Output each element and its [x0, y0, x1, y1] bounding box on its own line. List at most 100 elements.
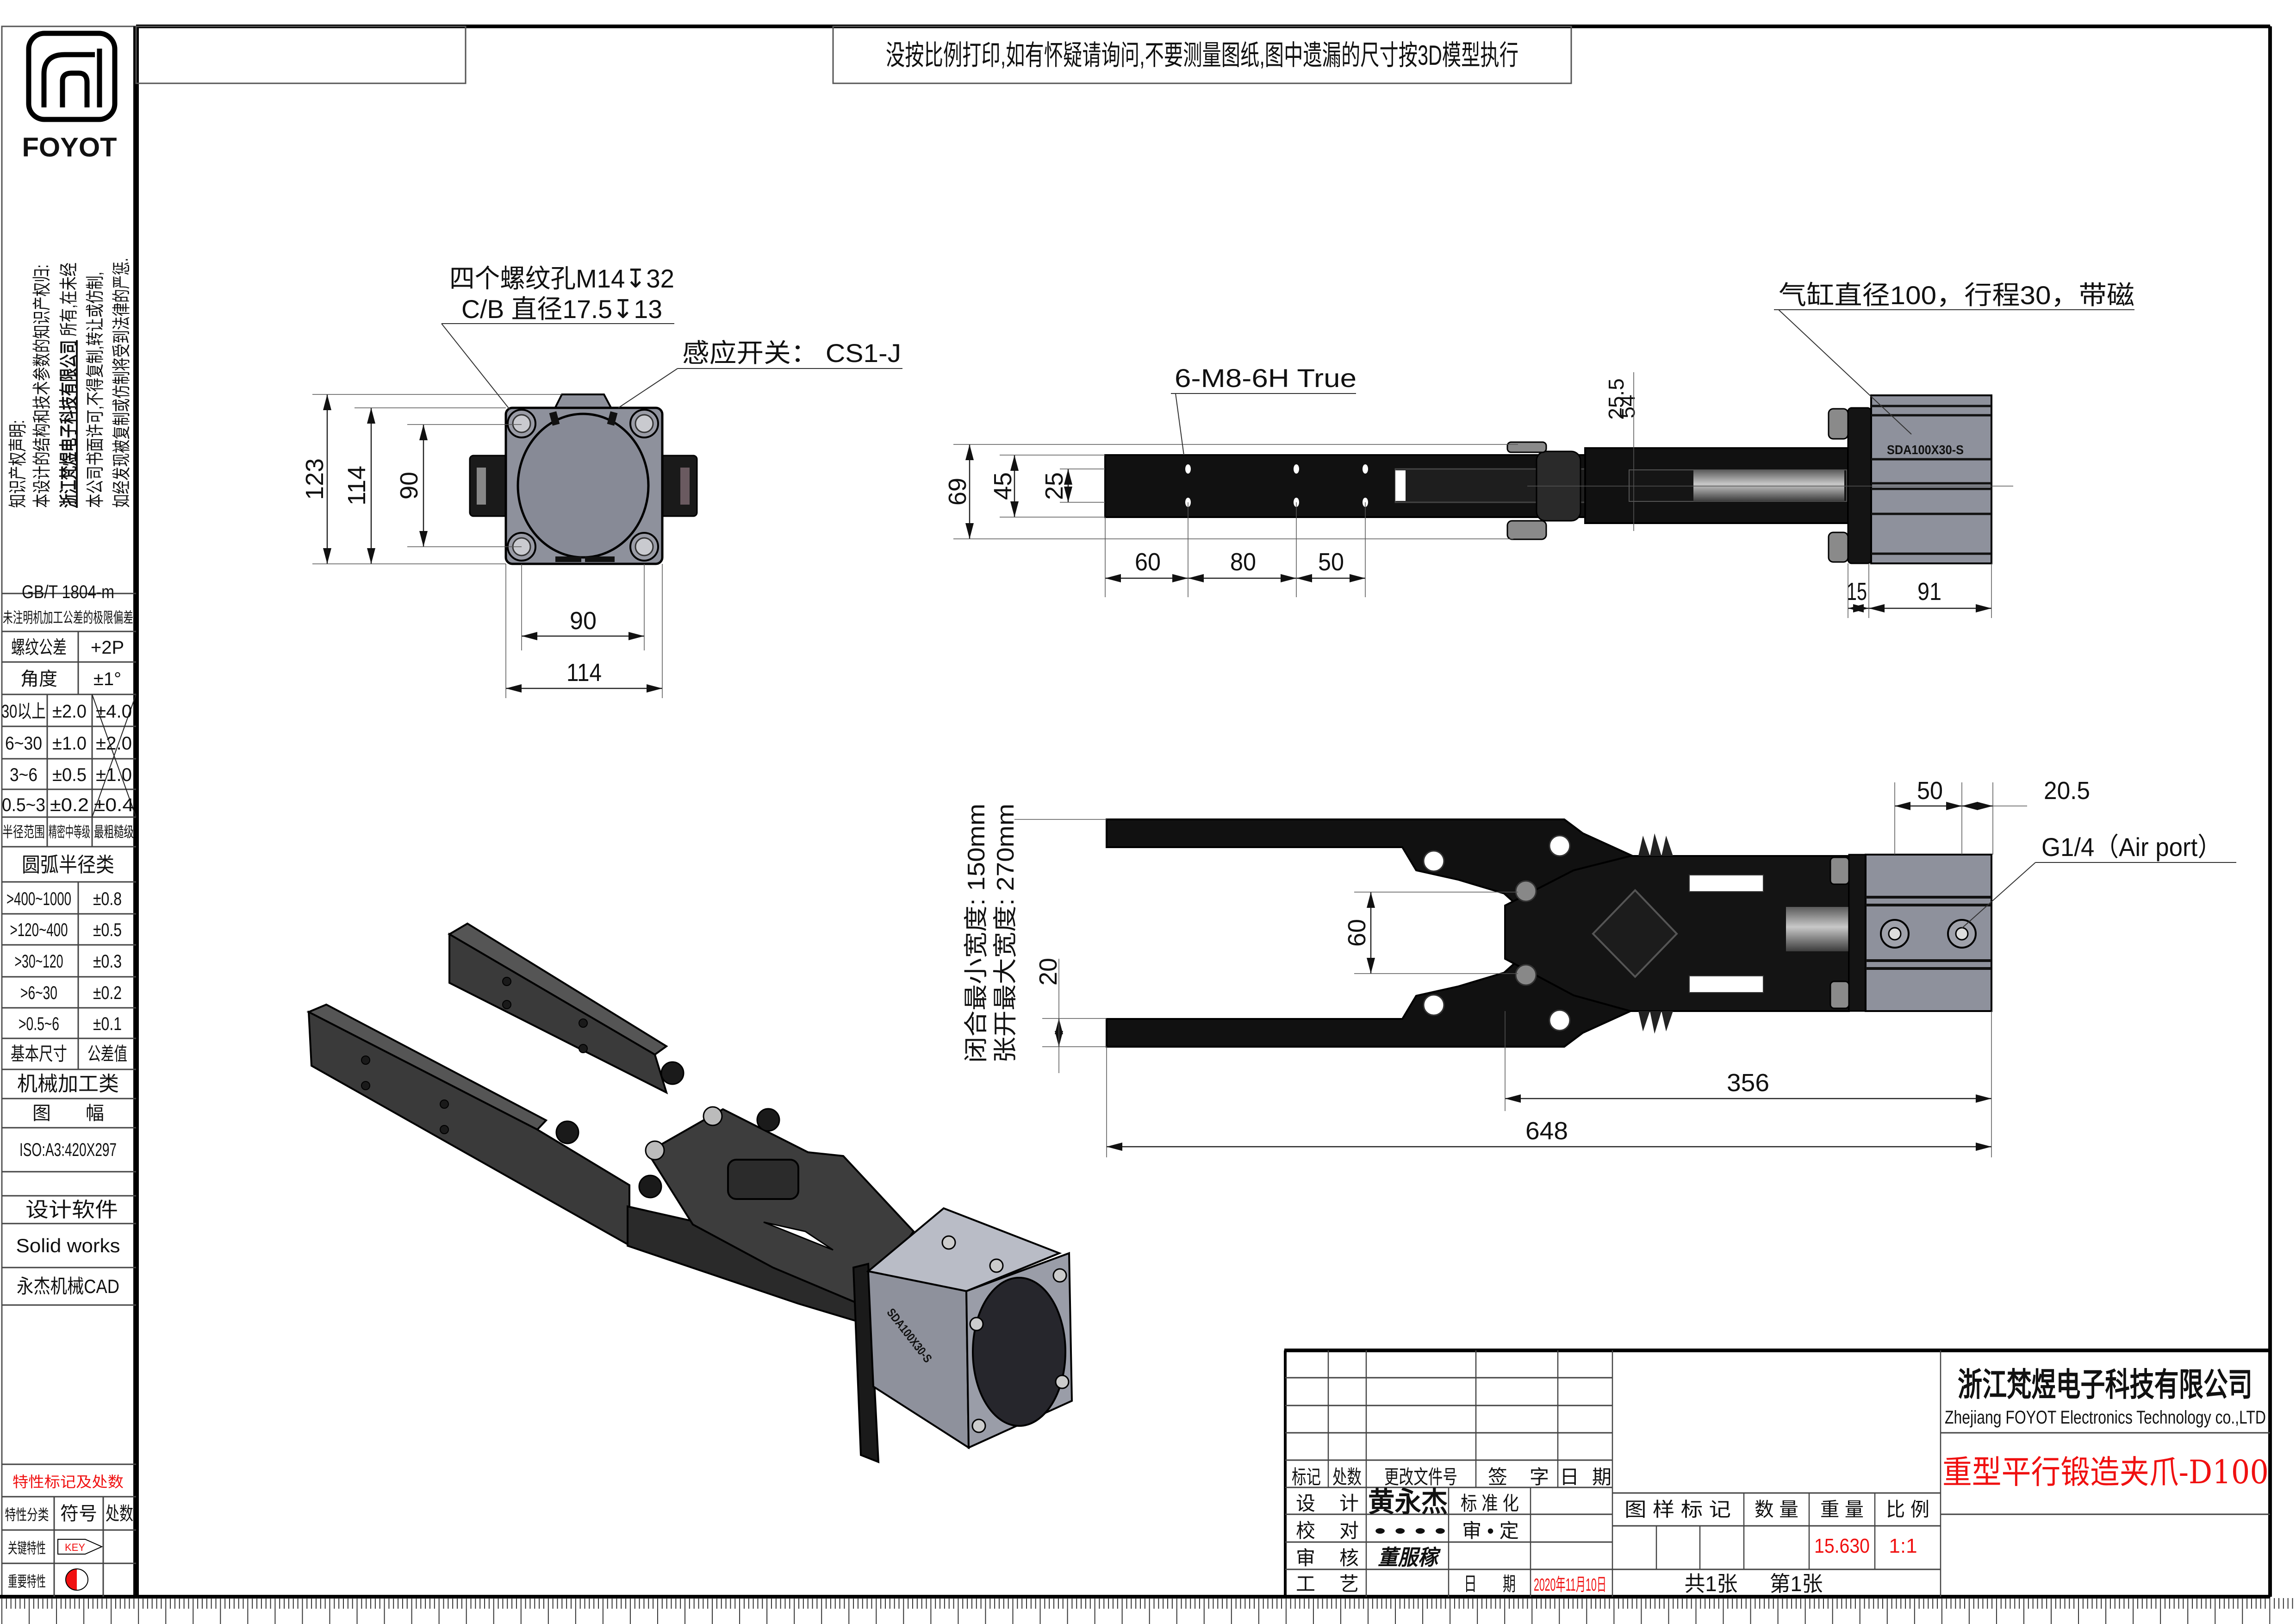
reviewer-signature: 董服稼 — [1378, 1545, 1441, 1570]
mounting-hole — [629, 532, 659, 562]
dim-91: 91 — [1917, 578, 1941, 606]
copyright-line-2-rest: 所有,在未经 — [59, 262, 79, 340]
date-label: 日 期 — [1464, 1573, 1516, 1595]
mounting-hole — [629, 409, 659, 438]
print-notice: 没按比例打印,如有怀疑请询问,不要测量图纸,图中遗漏的尺寸按3D模型执行 — [886, 40, 1518, 71]
dimension-arrow — [1172, 574, 1188, 582]
leader-line — [1175, 393, 1184, 456]
iso-flange — [852, 1262, 880, 1464]
tolerance-table: GB/T 1804-m 未注明机加工公差的极限偏差 螺纹公差 +2P 角度 ±1… — [1, 582, 134, 1590]
sheet-number: 第1张 — [1770, 1572, 1823, 1596]
software-name: Solid works — [16, 1235, 120, 1256]
key-symbol: KEY — [57, 1539, 103, 1555]
angle-label: 角度 — [20, 669, 57, 689]
design-label-2: 计 — [1339, 1493, 1359, 1514]
dimension-arrow — [1107, 1143, 1122, 1151]
check-label-2: 对 — [1339, 1520, 1359, 1542]
dimension-arrow — [323, 548, 331, 564]
copyright-line-2: 浙江梵煜电子科技有限公司 所有,在未经 — [59, 262, 79, 508]
iso-body — [646, 1108, 915, 1305]
dim-90-horizontal: 90 — [570, 607, 597, 635]
linear-row: 6~30 ±1.0 ±2.0 — [5, 733, 132, 754]
dimension-arrow — [965, 444, 974, 460]
hole-note-2: C/B 直径17.5↧13 — [461, 294, 662, 324]
dim-25: 25 — [1040, 472, 1068, 500]
piston-rod — [1786, 907, 1849, 951]
linear-coarse: ±0.4 — [94, 795, 134, 815]
key-symbol-text: KEY — [65, 1542, 85, 1553]
piston-cover — [516, 412, 650, 559]
linear-header-fine: 精密中等级 — [49, 824, 90, 840]
leader-line — [1778, 309, 1912, 435]
logo-brand-text: FOYOT — [22, 132, 117, 162]
thread-value: +2P — [91, 637, 124, 658]
important-symbol — [65, 1568, 88, 1591]
dimension-arrow — [522, 632, 537, 640]
dimension-arrow — [1977, 802, 1993, 810]
sheet-frame — [0, 25, 2272, 1599]
rev-header-sign-1: 签 — [1488, 1466, 1507, 1488]
design-label-1: 设 — [1296, 1493, 1315, 1514]
sheets-total: 共1张 — [1685, 1572, 1738, 1596]
arc-range: >6~30 — [20, 983, 57, 1003]
arc-value: ±0.8 — [93, 889, 122, 909]
leader-line — [618, 368, 678, 408]
dimension-arrow — [1350, 574, 1365, 582]
isometric-view: SDA100X30-S — [306, 922, 1073, 1464]
iso-link-holes — [555, 1061, 780, 1199]
end-view: 四个螺纹孔M14↧32 C/B 直径17.5↧13 感应开关： CS1-J 12… — [301, 264, 901, 687]
foyot-logo: FOYOT — [22, 31, 118, 162]
dimension-arrow — [419, 425, 428, 440]
pin-bottom — [1506, 520, 1547, 540]
char-header-symbol: 符号 — [60, 1504, 97, 1524]
dim-25-5: 25.5 — [1604, 378, 1628, 420]
standardize-label: 标 准 化 — [1461, 1493, 1519, 1514]
mid-header-quantity: 数 量 — [1755, 1499, 1798, 1520]
sheet-label-2: 幅 — [86, 1103, 104, 1124]
cross-out-line — [92, 694, 137, 818]
linear-fine: ±0.5 — [52, 765, 87, 785]
dimension-arrow — [1946, 802, 1962, 810]
tolerance-standard: GB/T 1804-m — [22, 582, 114, 602]
arc-value: ±0.5 — [93, 920, 122, 940]
key-characteristic-label: 关键特性 — [8, 1540, 46, 1556]
dimension-arrow — [1976, 1143, 1991, 1151]
left-sensor — [469, 455, 510, 517]
rev-header-doc: 更改文件号 — [1384, 1466, 1457, 1488]
mid-header-scale: 比 例 — [1886, 1499, 1929, 1520]
dimension-lines — [312, 309, 2236, 1157]
dim-356: 356 — [1727, 1069, 1769, 1097]
rev-header-mark: 标记 — [1292, 1466, 1321, 1488]
header-notice-box — [832, 25, 1572, 84]
designer-name: 黄永杰 — [1368, 1487, 1448, 1518]
arc-header-value: 公差值 — [87, 1044, 127, 1064]
software-label: 设计软件 — [25, 1199, 118, 1221]
leader-line — [441, 323, 510, 410]
thread-holes — [1185, 464, 1368, 507]
sheet-size: ISO:A3:420X297 — [19, 1140, 117, 1160]
title-block: 标记 处数 更改文件号 签 字 日 期 设 计 黄永杰 标 准 化 校 对 • … — [1292, 1365, 2269, 1596]
rev-header-sign-2: 字 — [1530, 1466, 1549, 1488]
linear-row: 30以上 ±2.0 ±4.0 — [1, 701, 132, 722]
arc-range: >0.5~6 — [19, 1014, 59, 1034]
tolerance-subtitle: 未注明机加工公差的极限偏差 — [3, 609, 133, 626]
linear-header-coarse: 最粗糙级 — [94, 824, 134, 840]
max-width-note: 张开最大宽度: 270mm — [992, 804, 1019, 1063]
piston-rod — [1693, 470, 1844, 501]
dimension-arrow — [1869, 604, 1885, 612]
cylinder-grooves — [1866, 896, 1991, 970]
linear-coarse: ±4.0 — [96, 701, 132, 722]
mid-header-marking: 图 样 标 记 — [1624, 1499, 1731, 1520]
thread-label: 螺纹公差 — [11, 637, 67, 658]
arc-range: >400~1000 — [6, 889, 71, 909]
char-header-class: 特性分类 — [5, 1506, 49, 1523]
dimension-arrow — [1976, 1094, 1991, 1103]
cylinder-body — [1870, 394, 1992, 564]
linear-coarse: ±1.0 — [96, 765, 132, 785]
thread-note: 6-M8-6H True — [1175, 363, 1356, 393]
copyright-line-1: 本设计的结构和技术参数的知识产权归: — [32, 264, 52, 508]
bottom-ruler — [1, 1598, 2293, 1624]
cad-name: 永杰机械CAD — [17, 1275, 119, 1297]
drawing-date: 2020年11月10日 — [1534, 1575, 1606, 1595]
dimension-arrow — [1895, 802, 1910, 810]
